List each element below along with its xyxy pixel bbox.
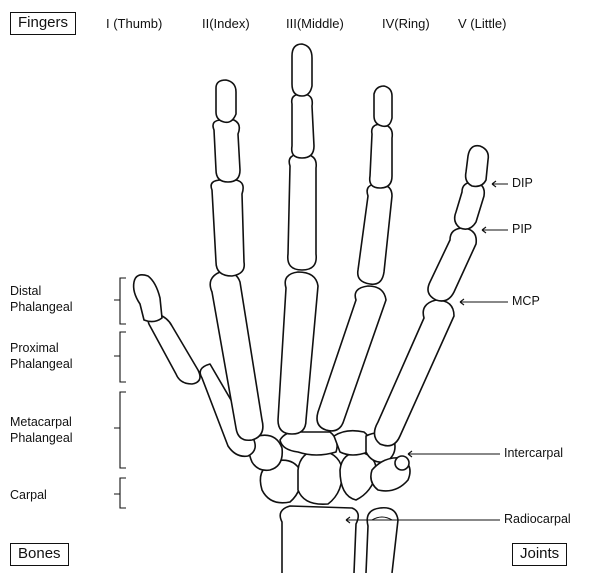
joint-label-dip: DIP [512,176,533,190]
finger-label-thumb: I (Thumb) [106,16,162,31]
bone-label-carpal: Carpal [10,487,47,503]
finger-label-ring: IV(Ring) [382,16,430,31]
forearm [280,506,398,573]
middle-finger-bones [278,44,318,434]
joint-label-radiocarpal: Radiocarpal [504,512,571,526]
bone-label-proximal: Proximal Phalangeal [10,340,73,372]
fingers-title: Fingers [10,12,76,35]
bone-brackets [114,278,126,508]
bone-label-distal-line1: Distal [10,283,73,299]
ring-finger-bones [317,86,392,431]
joint-label-intercarpal: Intercarpal [504,446,563,460]
joint-label-mcp: MCP [512,294,540,308]
bone-label-proximal-line1: Proximal [10,340,73,356]
bone-label-distal: Distal Phalangeal [10,283,73,315]
finger-label-little: V (Little) [458,16,506,31]
bone-label-metacarpal-line2: Phalangeal [10,430,73,446]
finger-label-middle: III(Middle) [286,16,344,31]
bone-label-metacarpal: Metacarpal Phalangeal [10,414,73,446]
bone-label-proximal-line2: Phalangeal [10,356,73,372]
joints-title: Joints [512,543,567,566]
bone-label-metacarpal-line1: Metacarpal [10,414,73,430]
joint-label-pip: PIP [512,222,532,236]
bone-label-carpal-line1: Carpal [10,487,47,503]
bone-label-distal-line2: Phalangeal [10,299,73,315]
bones-title: Bones [10,543,69,566]
finger-label-index: II(Index) [202,16,250,31]
